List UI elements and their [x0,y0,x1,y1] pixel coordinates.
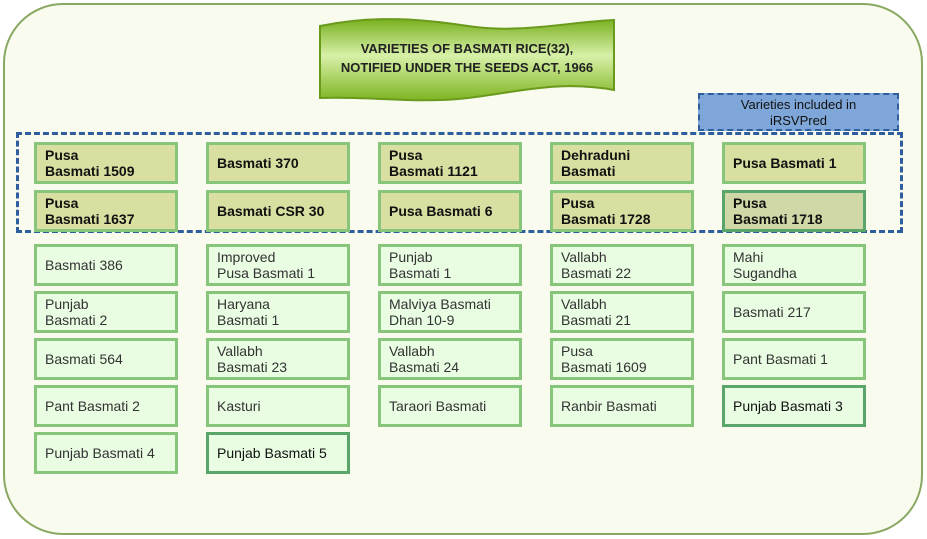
variety-label: Basmati 386 [45,257,123,273]
variety-box: Ranbir Basmati [550,385,694,427]
variety-label: Pant Basmati 2 [45,398,140,414]
title-banner: VARIETIES OF BASMATI RICE(32), NOTIFIED … [318,18,616,104]
legend-line-1: Varieties included in [740,97,857,112]
variety-label: Punjab Basmati 1 [389,249,452,281]
variety-box: Vallabh Basmati 23 [206,338,350,380]
variety-box-included: Pusa Basmati 1509 [34,142,178,184]
variety-box-included: Pusa Basmati 1637 [34,190,178,232]
variety-box: Haryana Basmati 1 [206,291,350,333]
variety-box: Vallabh Basmati 21 [550,291,694,333]
title-line-1: VARIETIES OF BASMATI RICE(32), [360,41,574,56]
variety-box: Punjab Basmati 1 [378,244,522,286]
variety-label: Punjab Basmati 3 [733,398,843,414]
variety-box-included: Basmati 370 [206,142,350,184]
variety-box: Punjab Basmati 2 [34,291,178,333]
variety-label: Vallabh Basmati 22 [561,249,632,281]
variety-box: Taraori Basmati [378,385,522,427]
variety-label: Vallabh Basmati 21 [561,296,632,328]
variety-label: Vallabh Basmati 23 [217,343,288,375]
variety-label: Punjab Basmati 5 [217,445,327,461]
legend-irsvpred: Varieties included in iRSVPred [698,93,899,131]
title-line-2: NOTIFIED UNDER THE SEEDS ACT, 1966 [340,60,594,75]
variety-box: Pusa Basmati 1609 [550,338,694,380]
variety-label: Malviya Basmati Dhan 10-9 [389,296,491,328]
variety-box-included: Basmati CSR 30 [206,190,350,232]
variety-label: Basmati 217 [733,304,811,320]
variety-label: Taraori Basmati [389,398,487,414]
variety-label: Pusa Basmati 1728 [561,195,651,227]
variety-label: Basmati 370 [217,155,299,171]
variety-box: Malviya Basmati Dhan 10-9 [378,291,522,333]
variety-label: Vallabh Basmati 24 [389,343,460,375]
variety-label: Mahi Sugandha [733,249,797,281]
variety-label: Basmati CSR 30 [217,203,325,219]
variety-box: Pant Basmati 2 [34,385,178,427]
variety-label: Kasturi [217,398,261,414]
variety-box: Basmati 217 [722,291,866,333]
variety-label: Ranbir Basmati [561,398,657,414]
variety-label: Pusa Basmati 1609 [561,343,647,375]
variety-label: Pant Basmati 1 [733,351,828,367]
variety-box: Improved Pusa Basmati 1 [206,244,350,286]
page-title: VARIETIES OF BASMATI RICE(32), NOTIFIED … [318,39,616,77]
variety-box: Mahi Sugandha [722,244,866,286]
legend-line-2: iRSVPred [769,113,828,128]
variety-box-included: Pusa Basmati 1728 [550,190,694,232]
variety-box: Pant Basmati 1 [722,338,866,380]
variety-box: Vallabh Basmati 22 [550,244,694,286]
variety-box: Punjab Basmati 5 [206,432,350,474]
variety-box-included: Pusa Basmati 6 [378,190,522,232]
variety-label: Punjab Basmati 4 [45,445,155,461]
variety-label: Pusa Basmati 1509 [45,147,135,179]
variety-label: Pusa Basmati 6 [389,203,493,219]
variety-box: Punjab Basmati 4 [34,432,178,474]
variety-label: Dehraduni Basmati [561,147,631,179]
variety-box: Punjab Basmati 3 [722,385,866,427]
variety-label: Punjab Basmati 2 [45,296,108,328]
variety-box-included: Pusa Basmati 1 [722,142,866,184]
variety-label: Improved Pusa Basmati 1 [217,249,316,281]
variety-label: Pusa Basmati 1637 [45,195,135,227]
variety-box-included: Pusa Basmati 1718 [722,190,866,232]
variety-box-included: Dehraduni Basmati [550,142,694,184]
variety-box: Vallabh Basmati 24 [378,338,522,380]
variety-box: Kasturi [206,385,350,427]
variety-label: Pusa Basmati 1121 [389,147,478,179]
variety-label: Pusa Basmati 1 [733,155,837,171]
banner-shape [319,18,615,102]
variety-label: Haryana Basmati 1 [217,296,280,328]
variety-box: Basmati 386 [34,244,178,286]
variety-label: Basmati 564 [45,351,123,367]
variety-box-included: Pusa Basmati 1121 [378,142,522,184]
variety-label: Pusa Basmati 1718 [733,195,823,227]
variety-box: Basmati 564 [34,338,178,380]
